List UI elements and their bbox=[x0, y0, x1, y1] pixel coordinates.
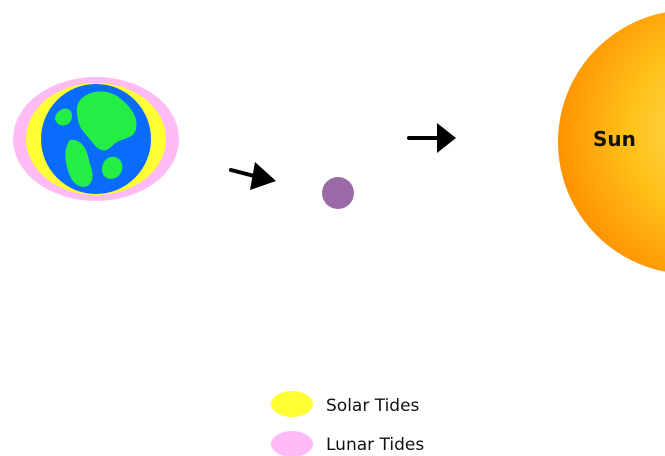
arrow-upper bbox=[407, 123, 456, 153]
legend-label-solar: Solar Tides bbox=[326, 396, 420, 416]
legend-item-lunar: Lunar Tides bbox=[271, 431, 424, 456]
moon bbox=[322, 177, 354, 209]
legend: Solar Tides Lunar Tides bbox=[271, 391, 424, 456]
earth-continents bbox=[55, 91, 137, 187]
arrow-lower bbox=[229, 162, 276, 190]
legend-swatch-lunar bbox=[271, 431, 313, 456]
legend-item-solar: Solar Tides bbox=[271, 391, 420, 417]
legend-label-lunar: Lunar Tides bbox=[326, 435, 424, 455]
legend-swatch-solar bbox=[271, 391, 313, 417]
sun-group: Sun bbox=[558, 12, 665, 272]
sun-label: Sun bbox=[593, 127, 636, 151]
sun bbox=[558, 12, 665, 272]
earth-group bbox=[13, 77, 179, 201]
